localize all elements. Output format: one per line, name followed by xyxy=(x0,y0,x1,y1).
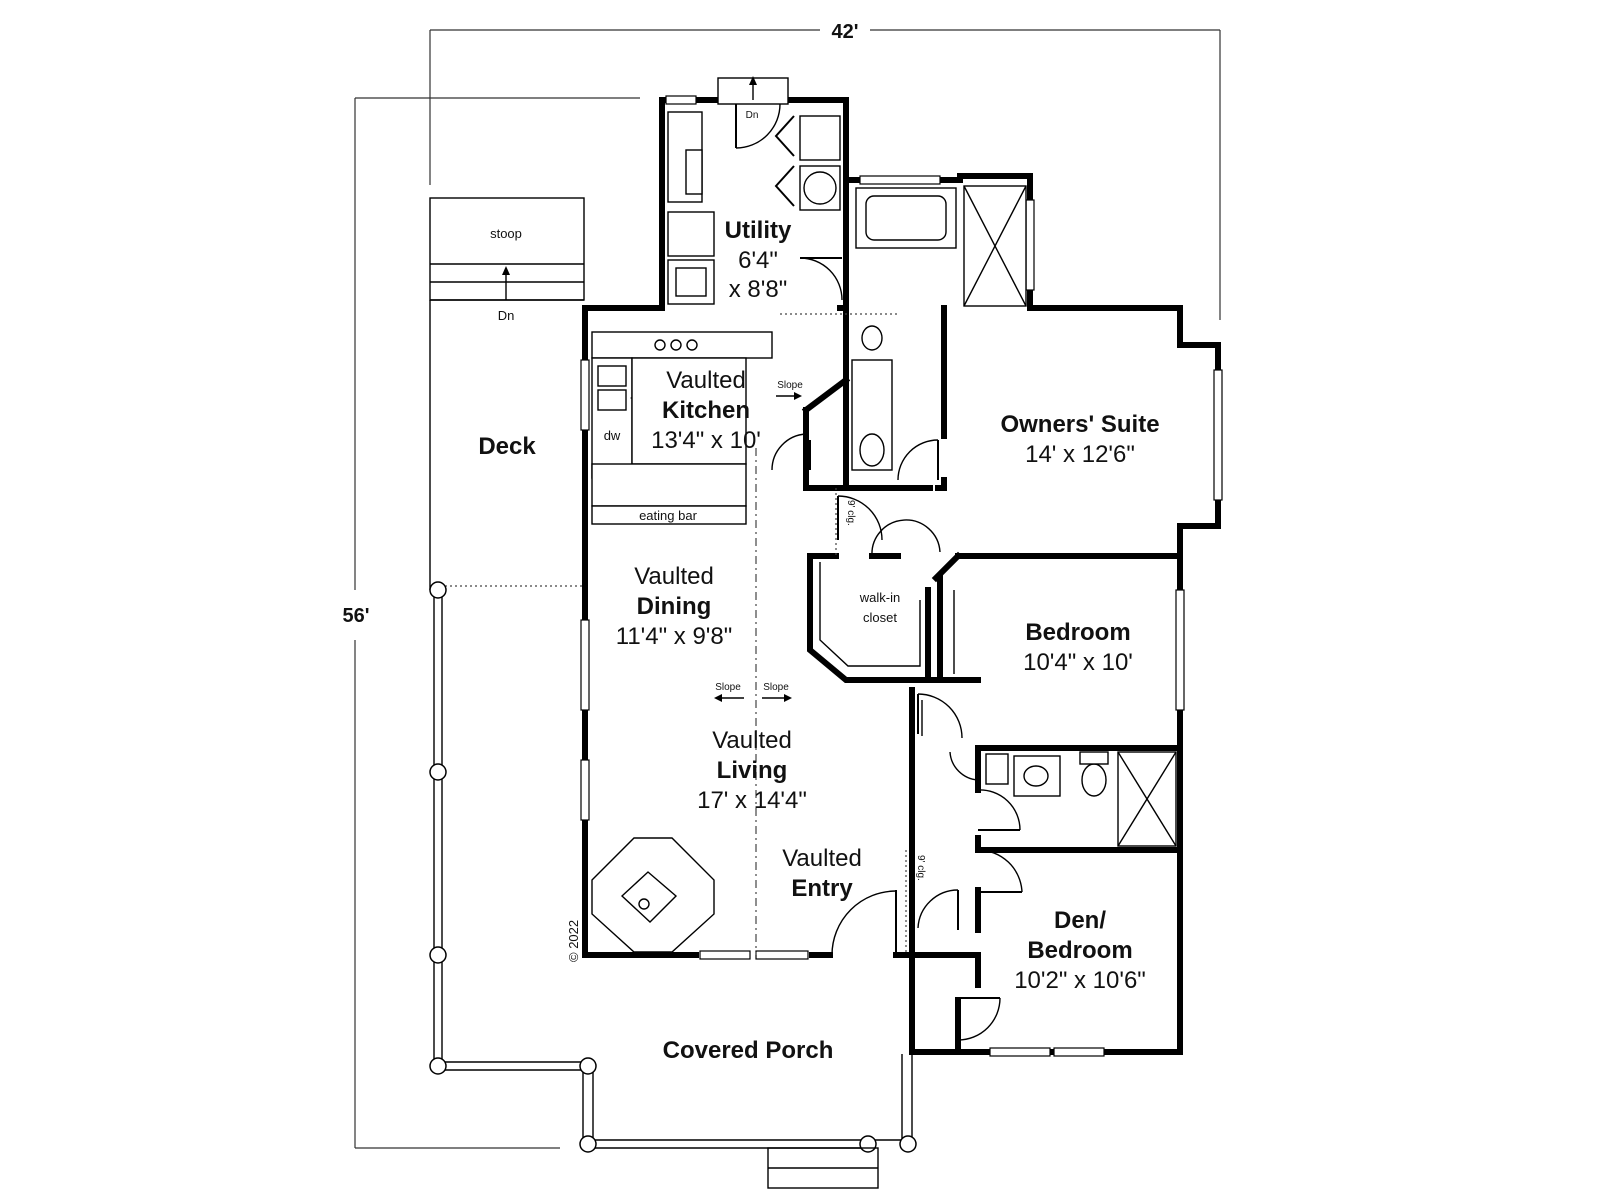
bedroom-size: 10'4" x 10' xyxy=(1023,649,1133,676)
den-name-line1: Den/ xyxy=(1054,907,1106,934)
den-name-line2: Bedroom xyxy=(1027,937,1132,964)
slope-right-label: Slope xyxy=(763,682,789,693)
dining-prefix: Vaulted xyxy=(634,563,714,590)
walkin-closet-line1: walk-in xyxy=(859,590,900,605)
slope-left-label: Slope xyxy=(715,682,741,693)
fireplace xyxy=(591,837,715,953)
dimension-lines xyxy=(354,29,1221,1149)
windows xyxy=(580,95,1223,1057)
owners-suite-name: Owners' Suite xyxy=(1000,411,1159,438)
copyright-label: © 2022 xyxy=(566,920,581,962)
utility-fixtures xyxy=(667,76,841,305)
entry-name: Entry xyxy=(791,875,853,902)
eating-bar-label: eating bar xyxy=(639,508,697,523)
closet-rods xyxy=(819,562,955,736)
kitchen-fixtures xyxy=(591,331,802,525)
stoop xyxy=(429,197,585,301)
living-prefix: Vaulted xyxy=(712,727,792,754)
depth-dimension-label: 56' xyxy=(342,605,369,627)
porch-posts xyxy=(429,581,917,1153)
kitchen-slope-label: Slope xyxy=(777,380,803,391)
utility-size-line1: 6'4" xyxy=(738,247,778,274)
living-name: Living xyxy=(717,757,788,784)
slope-arrows xyxy=(714,694,792,702)
owners-bath-fixtures xyxy=(780,185,1027,471)
stoop-label: stoop xyxy=(490,226,522,241)
kitchen-size: 13'4" x 10' xyxy=(651,427,761,454)
hall-bath-fixtures xyxy=(985,751,1177,847)
dining-size: 11'4" x 9'8" xyxy=(616,623,733,650)
porch-steps xyxy=(767,1147,879,1189)
clg-height-lower: 9' clg. xyxy=(915,855,926,881)
living-size: 17' x 14'4" xyxy=(697,787,807,814)
deck-label: Deck xyxy=(478,433,536,460)
bedroom-name: Bedroom xyxy=(1025,619,1130,646)
doors xyxy=(735,103,1023,1041)
entry-prefix: Vaulted xyxy=(782,845,862,872)
dishwasher-label: dw xyxy=(604,428,621,443)
dining-name: Dining xyxy=(637,593,712,620)
owners-suite-size: 14' x 12'6" xyxy=(1025,441,1135,468)
utility-size-line2: x 8'8" xyxy=(729,276,787,303)
den-size: 10'2" x 10'6" xyxy=(1014,967,1146,994)
interior-walls xyxy=(801,305,1183,1055)
kitchen-prefix: Vaulted xyxy=(666,367,746,394)
stoop-down-label: Dn xyxy=(498,308,515,323)
kitchen-name: Kitchen xyxy=(662,397,750,424)
width-dimension-label: 42' xyxy=(831,21,858,43)
walkin-closet-line2: closet xyxy=(863,610,897,625)
utility-down-label: Dn xyxy=(746,110,759,121)
covered-porch-label: Covered Porch xyxy=(663,1037,834,1064)
deck-outline xyxy=(429,300,582,590)
utility-name: Utility xyxy=(725,217,792,244)
clg-height-upper: 9' clg. xyxy=(845,500,856,526)
